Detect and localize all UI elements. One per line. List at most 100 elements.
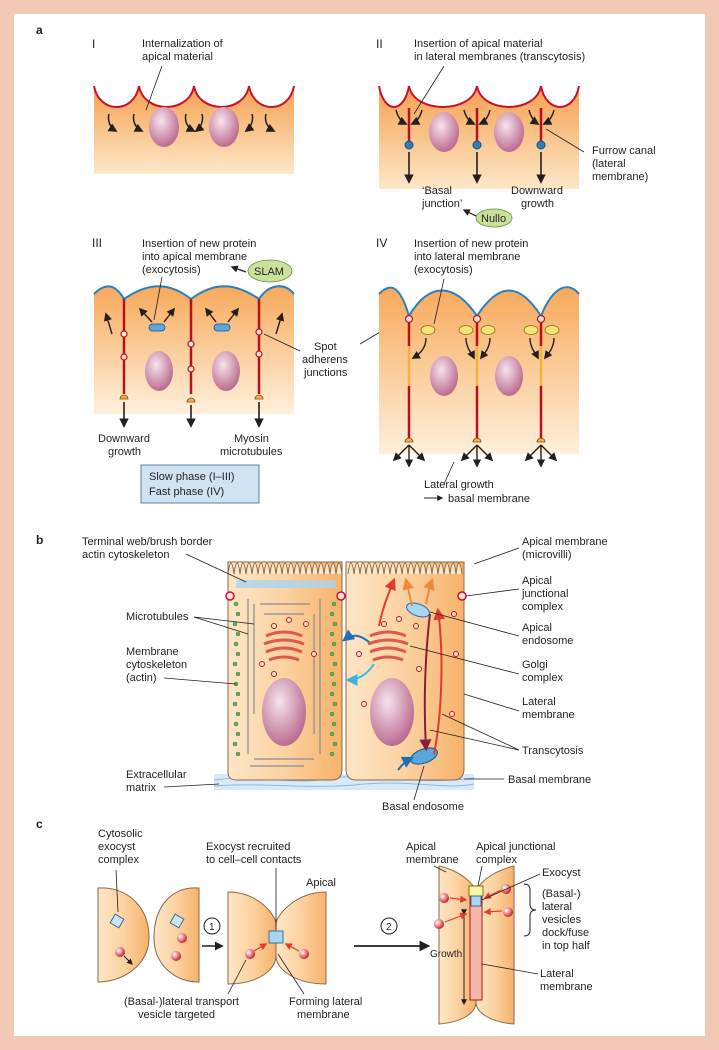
furrow-leader	[545, 128, 585, 153]
transport-vesicle	[299, 949, 309, 959]
slam-oval	[247, 259, 293, 283]
transcytosis-arrow	[419, 613, 432, 752]
stage-1-arrow	[184, 113, 196, 132]
vesicle	[286, 617, 292, 623]
basal-endosome-arrow	[397, 756, 415, 771]
stage-4-caption-line2: into lateral membrane	[414, 251, 520, 263]
stage-1-nucleus-1	[149, 107, 179, 147]
lateral-growth-arrow	[460, 444, 478, 462]
actin-bead	[329, 711, 335, 717]
apical-junctional-complex	[457, 591, 467, 601]
cytosolic-leader	[115, 869, 119, 913]
transcytosis-arrow	[433, 607, 446, 755]
lateral-growth-line1: Lateral growth	[424, 479, 494, 491]
actin-bead	[332, 621, 338, 627]
vesicle	[271, 623, 277, 629]
actin-bead	[233, 601, 239, 607]
golgi-cisterna	[367, 638, 409, 646]
lateral-line1: Lateral	[522, 696, 556, 708]
actin-bead	[233, 641, 239, 647]
extracellular-line2: matrix	[126, 782, 156, 794]
golgi-line1: Golgi	[522, 659, 548, 671]
actin-bead	[235, 751, 241, 757]
basal-endosome-leader	[413, 765, 425, 801]
stage-1-arrow	[194, 113, 205, 133]
spot-junction	[255, 350, 263, 358]
golgi-cisterna	[263, 638, 305, 646]
slam-label: SLAM	[254, 266, 284, 278]
stage-4-caption-line1: Insertion of new protein	[414, 238, 528, 250]
exocyst-sequence: Cytosolic exocyst complex 1 Exocyst recr…	[97, 828, 593, 1025]
apical-junctional-complex	[336, 591, 346, 601]
stage-4-leader	[433, 278, 445, 325]
step-1-badge	[203, 917, 221, 935]
actin-bead	[332, 701, 338, 707]
membrane-cyto-line2: cytoskeleton	[126, 659, 187, 671]
spot-label-line2: adherens	[302, 354, 348, 366]
lateral-vesicle	[523, 325, 539, 335]
panel-c-label: c	[36, 817, 43, 831]
c-lateral-line2: membrane	[540, 981, 593, 993]
basal-junction-label-line2: junction’	[421, 198, 462, 210]
transport-vesicle	[245, 949, 255, 959]
downward-growth-line2: growth	[521, 198, 554, 210]
apical-junctional-line2: junctional	[521, 588, 568, 600]
furrow-label-line1: Furrow canal	[592, 145, 656, 157]
stage-3-arrow	[275, 312, 285, 335]
stage-1-leader	[145, 65, 163, 111]
stage-1-roman: I	[92, 37, 95, 51]
spot-junction	[472, 314, 482, 324]
actin-bead	[331, 681, 337, 687]
membrane-cyto-line3: (actin)	[126, 672, 157, 684]
lateral-growth-arrow	[540, 444, 558, 462]
stage-4-arrow	[411, 337, 427, 359]
stage-2-caption-line2: in lateral membranes (transcytosis)	[414, 51, 585, 63]
vesicle	[311, 651, 317, 657]
stage-3-caption-line3: (exocytosis)	[142, 264, 201, 276]
exocyst-leader	[481, 873, 541, 901]
apical-membrane-line2: (microvilli)	[522, 549, 572, 561]
actin-bead	[329, 751, 335, 757]
spot-junction	[404, 314, 414, 324]
stage-3-leader	[153, 276, 163, 321]
c-lateral-leader	[481, 963, 539, 975]
stage-3-nucleus	[212, 351, 240, 391]
myosin-line2: microtubules	[220, 446, 283, 458]
targeting-arrow	[253, 943, 268, 952]
lateral-vesicle	[480, 325, 496, 335]
targeting-arrow	[284, 943, 300, 952]
panel-b-label: b	[36, 533, 43, 547]
actin-bead	[232, 661, 238, 667]
golgi-to-lateral-arrow	[342, 629, 370, 643]
basal-junction	[472, 140, 482, 150]
vesicle	[396, 616, 402, 622]
basal-junction-cap	[536, 437, 546, 443]
transport-line2: vesicle targeted	[138, 1009, 215, 1021]
transcytosis-leader	[441, 713, 520, 751]
terminal-web-line2: actin cytoskeleton	[82, 549, 169, 561]
lateral-growth-arrow	[524, 444, 542, 462]
basal-junction-cap	[119, 394, 129, 400]
actin-bead	[235, 731, 241, 737]
lateral-leader	[463, 693, 520, 712]
furrow-label-line2: (lateral	[592, 158, 626, 170]
exocyst-box	[470, 895, 482, 907]
stage-2: II Insertion of apical material in later…	[376, 37, 656, 228]
c-apical-junctional-leader	[477, 865, 483, 887]
recruited-line1: Exocyst recruited	[206, 841, 290, 853]
stage-4: IV Insertion of new protein into lateral…	[376, 236, 580, 505]
transport-leader	[227, 959, 247, 995]
stage-1-nucleus-2	[209, 107, 239, 147]
stage-3: III Insertion of new protein into apical…	[92, 236, 295, 458]
microtubules-leader	[193, 616, 249, 635]
c-apical-membrane-line2: membrane	[406, 854, 459, 866]
transport-vesicle	[115, 947, 125, 957]
stage-2-caption-line1: Insertion of apical material	[414, 38, 542, 50]
actin-bead	[235, 711, 241, 717]
exocytic-vesicle	[213, 323, 231, 332]
golgi-cisterna	[372, 655, 404, 662]
lateral-growth-leader	[443, 461, 455, 485]
cell-right	[345, 561, 465, 781]
forming-line1: Forming lateral	[289, 996, 362, 1008]
cell-tall-right	[475, 865, 515, 1025]
